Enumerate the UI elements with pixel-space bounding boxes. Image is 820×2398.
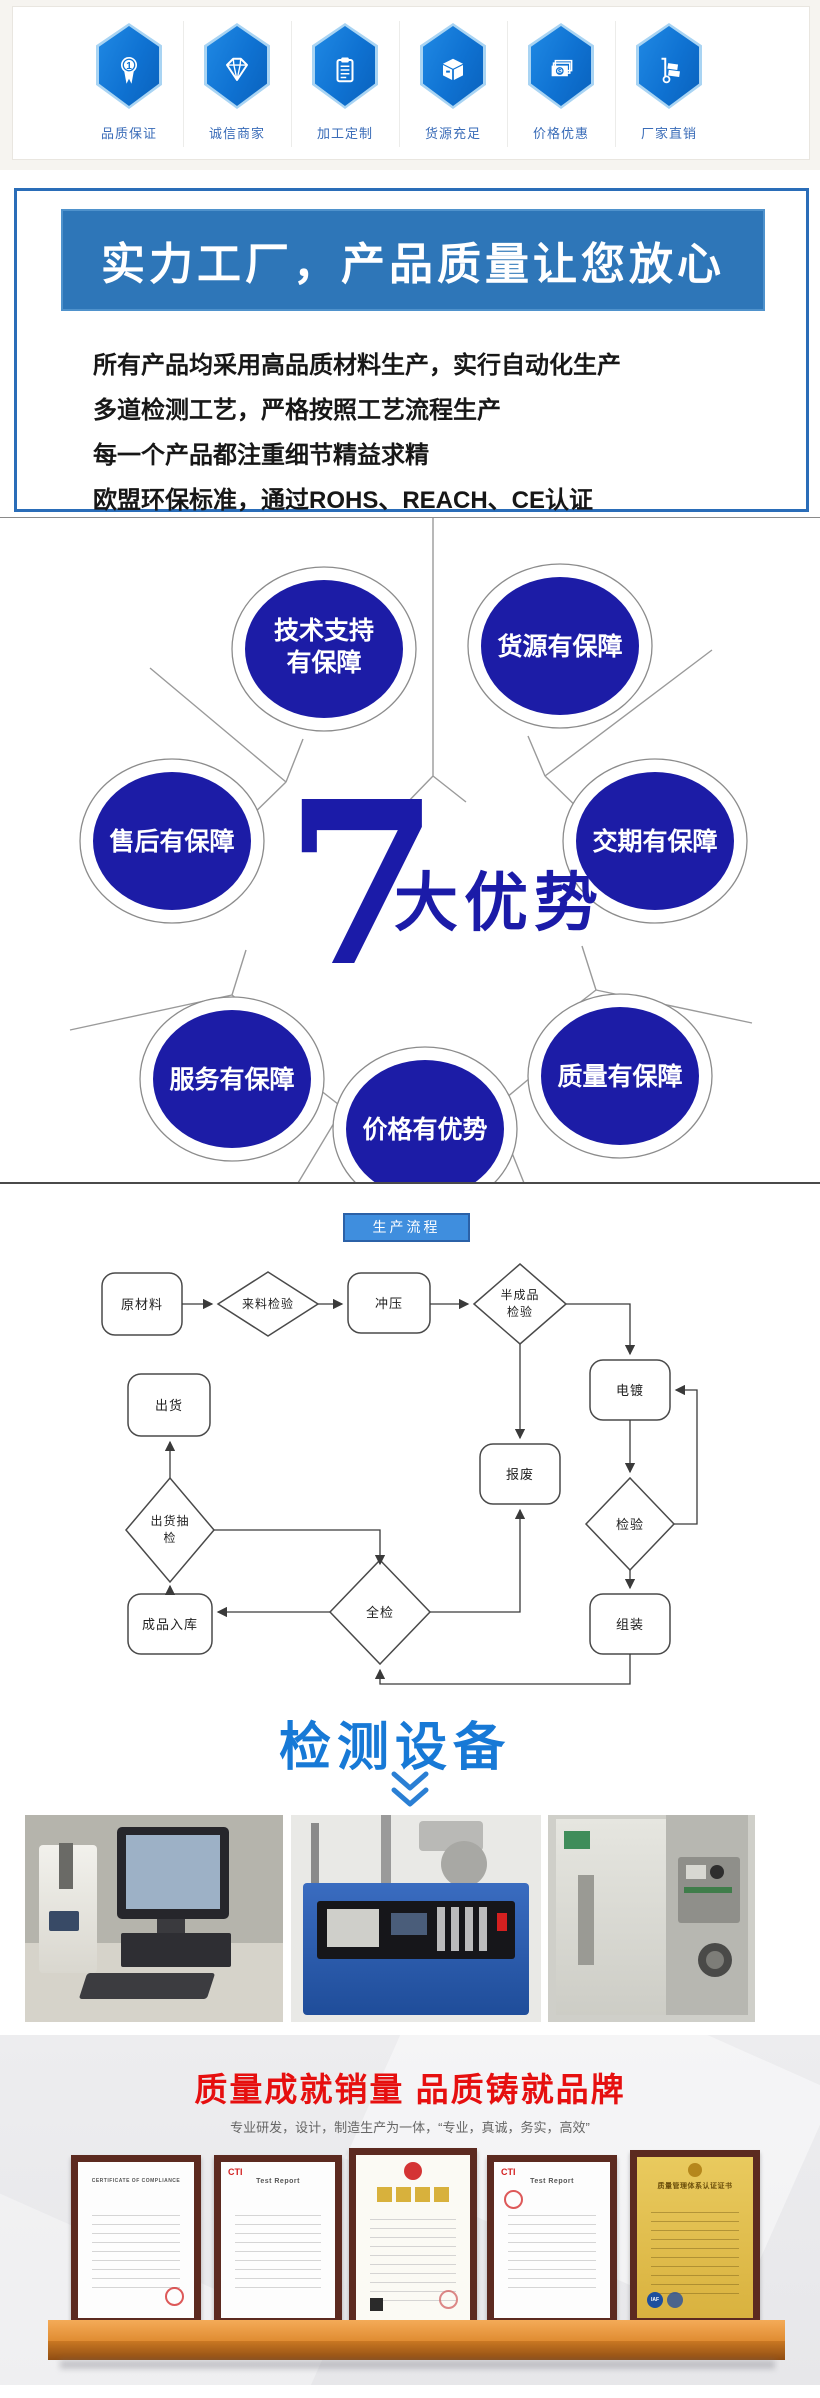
badge-card: 1 品质保证 诚信商家	[12, 6, 810, 160]
flow-node-assembly: 组装	[615, 1616, 644, 1632]
advantage-price: 价格有优势	[362, 1116, 488, 1144]
clipboard-icon	[336, 57, 354, 83]
equipment-title: 检测设备	[278, 1719, 511, 1777]
certificate-text-lines	[91, 2215, 181, 2297]
flowchart-header-button: 生产流程	[343, 1213, 470, 1242]
flowchart-diagram	[101, 1263, 698, 1685]
divider	[399, 21, 400, 147]
certificate-cti-report-2: CTI Test Report	[487, 2155, 617, 2325]
certificate-text-lines	[507, 2215, 597, 2297]
equipment-photo-hardness-tester	[25, 1815, 283, 2022]
banner-line: 欧盟环保标准，通过ROHS、REACH、CE认证	[93, 487, 594, 514]
banknotes-icon: $	[551, 59, 573, 77]
badge-label: 加工定制	[316, 126, 373, 141]
accreditation-badge-icon	[667, 2292, 683, 2308]
badge-quality-guarantee: 1 品质保证	[75, 7, 183, 159]
badge-honest-merchant: 诚信商家	[183, 7, 291, 159]
divider	[183, 21, 184, 147]
badge-factory-direct: 厂家直销	[615, 7, 723, 159]
banner-text-lines: 所有产品均采用高品质材料生产，实行自动化生产 多道检测工艺，严格按照工艺流程生产…	[93, 343, 753, 523]
box-icon	[443, 58, 463, 80]
certificate-title: Test Report	[256, 2178, 300, 2185]
banner-title: 实力工厂，产品质量让您放心	[61, 209, 765, 311]
banner-line: 每一个产品都注重细节精益求精	[93, 442, 429, 469]
flow-node-raw-material: 原材料	[120, 1296, 163, 1312]
badge-strip: 1 品质保证 诚信商家	[0, 0, 820, 170]
medal-icon: 1	[121, 57, 137, 84]
stamp-icon	[165, 2287, 184, 2306]
badge-ample-supply: 货源充足	[399, 7, 507, 159]
advantage-quality: 质量有保障	[557, 1063, 683, 1091]
qr-code-icon	[370, 2298, 383, 2311]
shelf-shadow	[60, 2360, 775, 2369]
banner-line: 所有产品均采用高品质材料生产，实行自动化生产	[93, 352, 621, 379]
flow-node-stamping: 冲压	[374, 1295, 403, 1311]
badge-custom-processing: 加工定制	[291, 7, 399, 159]
equipment-photo-force-tester	[291, 1815, 541, 2022]
badge-label: 品质保证	[100, 126, 157, 141]
flow-node-scrap: 报废	[505, 1466, 534, 1482]
gold-title-glyphs	[377, 2187, 449, 2202]
flow-node-shipment: 出货	[154, 1397, 183, 1413]
certificate-title: CERTIFICATE OF COMPLIANCE	[91, 2178, 181, 2184]
badge-label: 货源充足	[424, 126, 481, 141]
national-emblem-icon	[404, 2162, 422, 2180]
iaf-badge: IAF	[647, 2292, 663, 2308]
equipment-photos	[0, 1815, 820, 2022]
badge-label: 诚信商家	[208, 126, 265, 141]
advantages-suffix: 大优势	[394, 867, 604, 939]
flow-node-full-inspection: 全检	[365, 1604, 394, 1620]
flow-node-semi-finished-inspection: 半成品 检验	[500, 1288, 540, 1319]
equipment-photo-salt-spray-chamber	[548, 1815, 755, 2022]
divider	[507, 21, 508, 147]
certificate-license	[349, 2148, 477, 2330]
flow-node-electroplating: 电镀	[615, 1382, 644, 1398]
strength-banner-section: 实力工厂，产品质量让您放心 所有产品均采用高品质材料生产，实行自动化生产 多道检…	[14, 188, 809, 514]
advantage-service: 服务有保障	[169, 1066, 295, 1094]
advantage-aftersale: 售后有保障	[109, 828, 235, 856]
trolley-icon	[661, 57, 680, 84]
badge-label: 厂家直销	[640, 126, 697, 141]
badge-discount-price: $ 价格优惠	[507, 7, 615, 159]
banner-line: 多道检测工艺，严格按照工艺流程生产	[93, 397, 501, 424]
quality-title: 质量成就销量 品质铸就品牌	[194, 2071, 626, 2108]
diamond-icon	[226, 57, 248, 81]
certificate-text-lines	[234, 2215, 322, 2297]
advantages-number: 7	[284, 753, 441, 1017]
quality-certificates-section: 质量成就销量 品质铸就品牌 专业研发，设计，制造生产为一体，“专业，真诚，务实，…	[0, 2035, 820, 2385]
flow-node-inspection: 检验	[615, 1516, 644, 1532]
svg-text:1: 1	[126, 61, 132, 72]
stamp-icon	[439, 2290, 458, 2309]
quality-subtitle: 专业研发，设计，制造生产为一体，“专业，真诚，务实，高效”	[230, 2120, 590, 2135]
badge-label: 价格优惠	[532, 126, 589, 141]
advantage-supply: 货源有保障	[497, 633, 623, 661]
flow-node-warehousing: 成品入库	[141, 1616, 198, 1632]
certificate-text-lines	[650, 2211, 740, 2296]
stamp-icon	[504, 2190, 523, 2209]
seven-advantages-section: 技术支持 有保障 货源有保障 售后有保障 交期有保障 服务有保障 质量有保障 价…	[0, 517, 820, 1183]
flow-node-shipment-sampling: 出货抽 检	[150, 1514, 190, 1545]
certificate-iso: 质量管理体系认证证书 IAF	[630, 2150, 760, 2325]
double-chevron-down-icon	[391, 1771, 429, 1807]
advantage-delivery: 交期有保障	[592, 828, 718, 856]
divider	[615, 21, 616, 147]
flow-node-incoming-inspection: 来料检验	[241, 1296, 294, 1311]
wooden-shelf	[48, 2320, 785, 2341]
certificate-cti-report-1: CTI Test Report	[214, 2155, 342, 2325]
cti-logo: CTI	[501, 2167, 516, 2177]
advantage-tech-support: 技术支持 有保障	[273, 617, 374, 677]
emblem-icon	[688, 2163, 702, 2177]
certificate-title: Test Report	[530, 2178, 574, 2185]
advantages-diagram	[69, 518, 753, 1183]
svg-text:$: $	[558, 69, 562, 76]
cti-logo: CTI	[228, 2167, 243, 2177]
certificate-compliance: CERTIFICATE OF COMPLIANCE	[71, 2155, 201, 2325]
wooden-shelf-front	[48, 2341, 785, 2360]
divider	[291, 21, 292, 147]
certificate-title: 质量管理体系认证证书	[657, 2183, 733, 2190]
production-flowchart-section: 生产流程	[0, 1182, 820, 1712]
